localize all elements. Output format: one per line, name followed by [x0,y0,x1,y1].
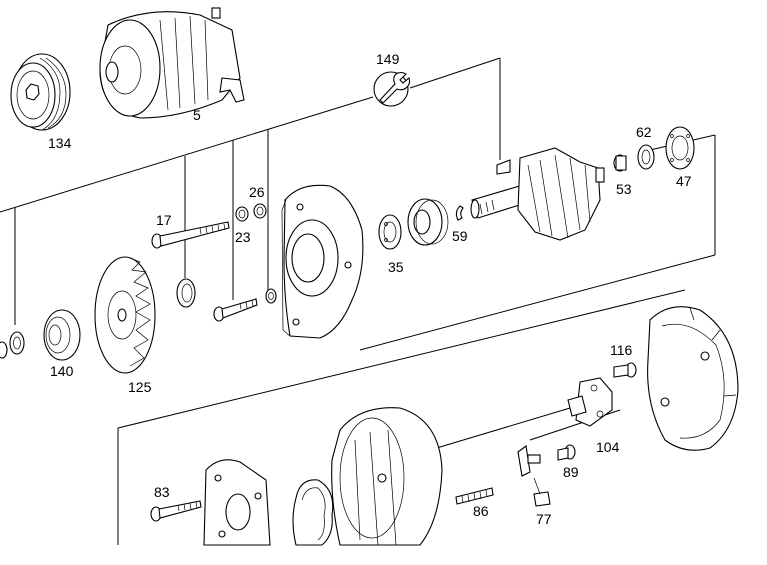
drive-end-bracket [281,184,364,339]
pulley-134 [10,53,71,131]
small-washer [265,288,277,304]
bearing-35 [378,214,402,250]
label-17: 17 [156,212,172,228]
terminal-77 [517,445,551,507]
regulator-104 [567,377,613,427]
label-5: 5 [193,107,201,123]
screw-89 [557,444,576,461]
bolt-17 [151,221,230,249]
ring-edge [0,341,8,359]
label-125: 125 [128,379,152,395]
label-23: 23 [235,229,251,245]
label-104: 104 [596,439,620,455]
label-53: 53 [616,181,632,197]
fan-125 [94,256,156,374]
sleeve-53 [613,154,627,172]
screw-116 [613,362,637,378]
label-83: 83 [154,484,170,500]
stud-86 [455,487,494,505]
washer-26 [253,203,267,219]
label-35: 35 [388,259,404,275]
bearing-47 [665,126,695,170]
stator-housing [331,407,443,546]
rotor [470,147,605,241]
washer-23 [235,206,249,222]
label-59: 59 [452,228,468,244]
wrench-icon [373,71,411,107]
bearing-plate [407,198,449,246]
bolt-83 [150,500,202,522]
pulley-140 [43,309,81,361]
gasket [292,479,334,546]
label-86: 86 [473,503,489,519]
label-77: 77 [536,511,552,527]
spacer-ring [176,278,196,308]
ring-62 [637,144,655,170]
rectifier-plate [203,459,271,546]
clip-59 [455,205,464,221]
short-bolt [213,298,258,322]
part-labels: 5 134 149 62 53 47 26 17 23 59 35 140 12… [48,51,692,527]
label-47: 47 [676,173,692,189]
label-62: 62 [636,124,652,140]
label-134: 134 [48,135,72,151]
label-89: 89 [563,464,579,480]
ring-left [9,331,25,355]
label-140: 140 [50,363,74,379]
alternator-housing-5 [99,7,245,119]
label-149: 149 [376,51,400,67]
label-116: 116 [610,342,633,358]
rear-cover [647,306,739,451]
label-26: 26 [249,184,265,200]
